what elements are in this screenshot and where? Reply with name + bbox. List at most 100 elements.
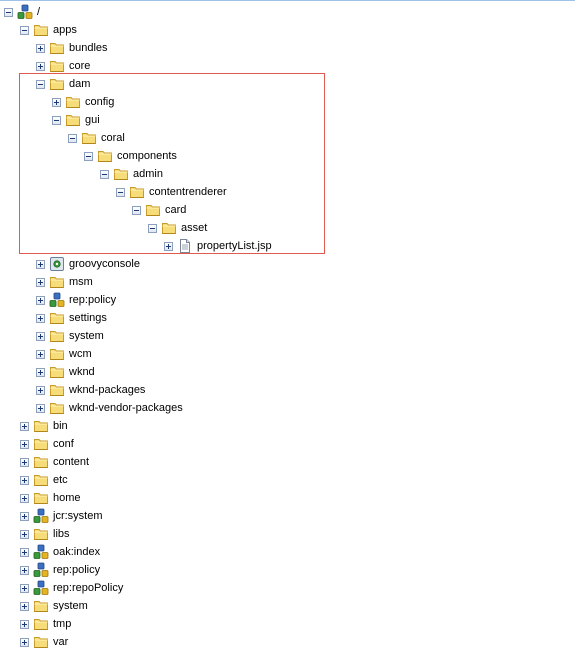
expand-toggle[interactable] xyxy=(20,565,29,575)
collapse-toggle[interactable] xyxy=(84,151,93,161)
tree-node-label[interactable]: / xyxy=(37,6,41,18)
expand-toggle[interactable] xyxy=(20,493,29,503)
tree-node-label[interactable]: system xyxy=(53,600,88,612)
tree-node-label[interactable]: msm xyxy=(69,276,93,288)
tree-node-oak-index[interactable]: oak:index xyxy=(20,543,102,561)
expand-toggle[interactable] xyxy=(20,637,29,647)
tree-node-label[interactable]: wcm xyxy=(69,348,92,360)
collapse-toggle[interactable] xyxy=(100,169,109,179)
tree-node-label[interactable]: bin xyxy=(53,420,68,432)
tree-node-gui[interactable]: gui xyxy=(52,111,102,129)
tree-node-components[interactable]: components xyxy=(84,147,179,165)
tree-node-coral[interactable]: coral xyxy=(68,129,127,147)
collapse-toggle[interactable] xyxy=(132,205,141,215)
tree-node-label[interactable]: etc xyxy=(53,474,68,486)
tree-node-label[interactable]: coral xyxy=(101,132,125,144)
expand-toggle[interactable] xyxy=(20,439,29,449)
expand-toggle[interactable] xyxy=(36,385,45,395)
tree-node-label[interactable]: propertyList.jsp xyxy=(197,240,272,252)
tree-node-label[interactable]: rep:repoPolicy xyxy=(53,582,124,594)
tree-node-label[interactable]: card xyxy=(165,204,187,216)
tree-node-system-apps[interactable]: system xyxy=(36,327,106,345)
tree-node-tmp[interactable]: tmp xyxy=(20,615,73,633)
collapse-toggle[interactable] xyxy=(68,133,77,143)
tree-node-rep-policy-apps[interactable]: rep:policy xyxy=(36,291,118,309)
tree-node-label[interactable]: groovyconsole xyxy=(69,258,140,270)
tree-node-rep-policy[interactable]: rep:policy xyxy=(20,561,102,579)
expand-toggle[interactable] xyxy=(20,601,29,611)
tree-node-label[interactable]: components xyxy=(117,150,177,162)
expand-toggle[interactable] xyxy=(20,619,29,629)
expand-toggle[interactable] xyxy=(20,421,29,431)
tree-node-label[interactable]: contentrenderer xyxy=(149,186,227,198)
tree-node-label[interactable]: content xyxy=(53,456,90,468)
tree-node-label[interactable]: core xyxy=(69,60,91,72)
tree-node-admin[interactable]: admin xyxy=(100,165,165,183)
expand-toggle[interactable] xyxy=(20,547,29,557)
tree-node-msm[interactable]: msm xyxy=(36,273,95,291)
tree-node-label[interactable]: apps xyxy=(53,24,77,36)
tree-node-rep-repopolicy[interactable]: rep:repoPolicy xyxy=(20,579,125,597)
expand-toggle[interactable] xyxy=(36,259,45,269)
expand-toggle[interactable] xyxy=(20,511,29,521)
tree-node-settings[interactable]: settings xyxy=(36,309,109,327)
tree-node-config[interactable]: config xyxy=(52,93,116,111)
collapse-toggle[interactable] xyxy=(52,115,61,125)
tree-node-wknd[interactable]: wknd xyxy=(36,363,97,381)
tree-node-dam[interactable]: dam xyxy=(36,75,92,93)
tree-node-label[interactable]: settings xyxy=(69,312,107,324)
collapse-toggle[interactable] xyxy=(116,187,125,197)
tree-node-core[interactable]: core xyxy=(36,57,92,75)
collapse-toggle[interactable] xyxy=(36,79,45,89)
tree-node-label[interactable]: oak:index xyxy=(53,546,101,558)
collapse-toggle[interactable] xyxy=(4,7,13,17)
expand-toggle[interactable] xyxy=(52,97,61,107)
tree-node-contentrenderer[interactable]: contentrenderer xyxy=(116,183,229,201)
tree-node-conf[interactable]: conf xyxy=(20,435,76,453)
tree-node-label[interactable]: asset xyxy=(181,222,208,234)
tree-node-jcr-system[interactable]: jcr:system xyxy=(20,507,105,525)
tree-node-label[interactable]: rep:policy xyxy=(69,294,117,306)
expand-toggle[interactable] xyxy=(36,367,45,377)
tree-node-label[interactable]: tmp xyxy=(53,618,72,630)
expand-toggle[interactable] xyxy=(20,529,29,539)
tree-node-asset[interactable]: asset xyxy=(148,219,209,237)
tree-node-label[interactable]: libs xyxy=(53,528,70,540)
tree-node-label[interactable]: wknd-packages xyxy=(69,384,146,396)
expand-toggle[interactable] xyxy=(20,475,29,485)
expand-toggle[interactable] xyxy=(36,349,45,359)
tree-node-bundles[interactable]: bundles xyxy=(36,39,110,57)
expand-toggle[interactable] xyxy=(36,43,45,53)
tree-node-label[interactable]: gui xyxy=(85,114,100,126)
expand-toggle[interactable] xyxy=(36,61,45,71)
tree-node-system[interactable]: system xyxy=(20,597,90,615)
tree-node-label[interactable]: admin xyxy=(133,168,163,180)
expand-toggle[interactable] xyxy=(164,241,173,251)
tree-node-apps[interactable]: apps xyxy=(20,21,79,39)
tree-node-label[interactable]: home xyxy=(53,492,81,504)
expand-toggle[interactable] xyxy=(20,583,29,593)
tree-node-label[interactable]: jcr:system xyxy=(53,510,103,522)
tree-node-wknd-packages[interactable]: wknd-packages xyxy=(36,381,147,399)
tree-node-label[interactable]: wknd xyxy=(69,366,95,378)
tree-node-label[interactable]: bundles xyxy=(69,42,108,54)
tree-node-libs[interactable]: libs xyxy=(20,525,72,543)
tree-node-label[interactable]: conf xyxy=(53,438,74,450)
tree-node-home[interactable]: home xyxy=(20,489,83,507)
tree-node-card[interactable]: card xyxy=(132,201,188,219)
tree-node-bin[interactable]: bin xyxy=(20,417,70,435)
expand-toggle[interactable] xyxy=(36,277,45,287)
expand-toggle[interactable] xyxy=(36,295,45,305)
expand-toggle[interactable] xyxy=(36,403,45,413)
collapse-toggle[interactable] xyxy=(20,25,29,35)
tree-node-label[interactable]: system xyxy=(69,330,104,342)
tree-node-root[interactable]: / xyxy=(4,3,42,21)
tree-node-wknd-vendor-packages[interactable]: wknd-vendor-packages xyxy=(36,399,185,417)
expand-toggle[interactable] xyxy=(36,313,45,323)
tree-node-label[interactable]: config xyxy=(85,96,115,108)
expand-toggle[interactable] xyxy=(36,331,45,341)
tree-node-wcm[interactable]: wcm xyxy=(36,345,94,363)
collapse-toggle[interactable] xyxy=(148,223,157,233)
tree-node-var[interactable]: var xyxy=(20,633,70,651)
tree-node-groovyconsole[interactable]: groovyconsole xyxy=(36,255,142,273)
